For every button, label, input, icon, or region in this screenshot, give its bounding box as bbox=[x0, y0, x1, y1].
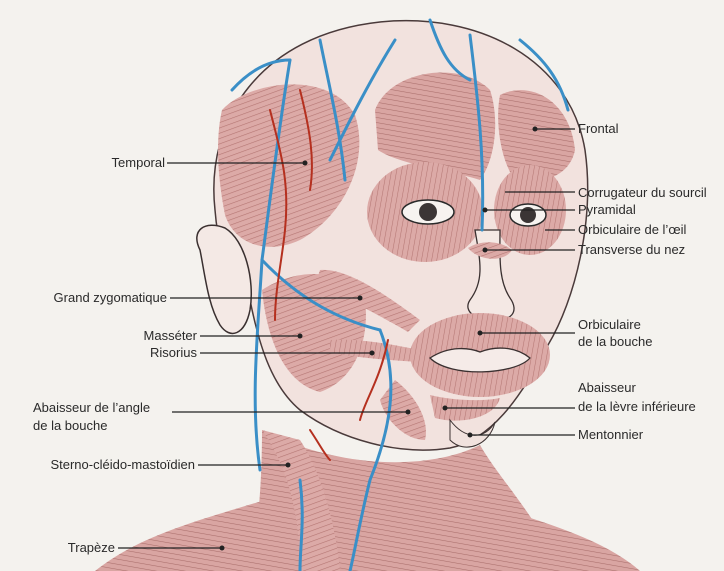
label-corrugateur: Corrugateur du sourcil bbox=[578, 185, 707, 201]
label-temporal: Temporal bbox=[70, 155, 165, 171]
label-orbiculaire-bouche-2: de la bouche bbox=[578, 334, 652, 350]
trapezius-shape bbox=[95, 500, 265, 571]
label-pyramidal: Pyramidal bbox=[578, 202, 636, 218]
label-abaisseur-angle-2: de la bouche bbox=[33, 418, 107, 434]
label-masseter: Masséter bbox=[100, 328, 197, 344]
label-risorius: Risorius bbox=[100, 345, 197, 361]
label-sterno: Sterno-cléido-mastoïdien bbox=[10, 457, 195, 473]
label-transverse-nez: Transverse du nez bbox=[578, 242, 685, 258]
label-orbiculaire-bouche-1: Orbiculaire bbox=[578, 317, 641, 333]
label-mentonnier: Mentonnier bbox=[578, 427, 643, 443]
label-trapeze: Trapèze bbox=[40, 540, 115, 556]
label-orbiculaire-oeil: Orbiculaire de l’œil bbox=[578, 222, 686, 238]
label-abaisseur-angle-1: Abaisseur de l’angle bbox=[33, 400, 150, 416]
label-abaisseur-levre-1: Abaisseur bbox=[578, 380, 636, 396]
label-grand-zygomatique: Grand zygomatique bbox=[20, 290, 167, 306]
label-frontal: Frontal bbox=[578, 121, 618, 137]
label-abaisseur-levre-2: de la lèvre inférieure bbox=[578, 399, 696, 415]
